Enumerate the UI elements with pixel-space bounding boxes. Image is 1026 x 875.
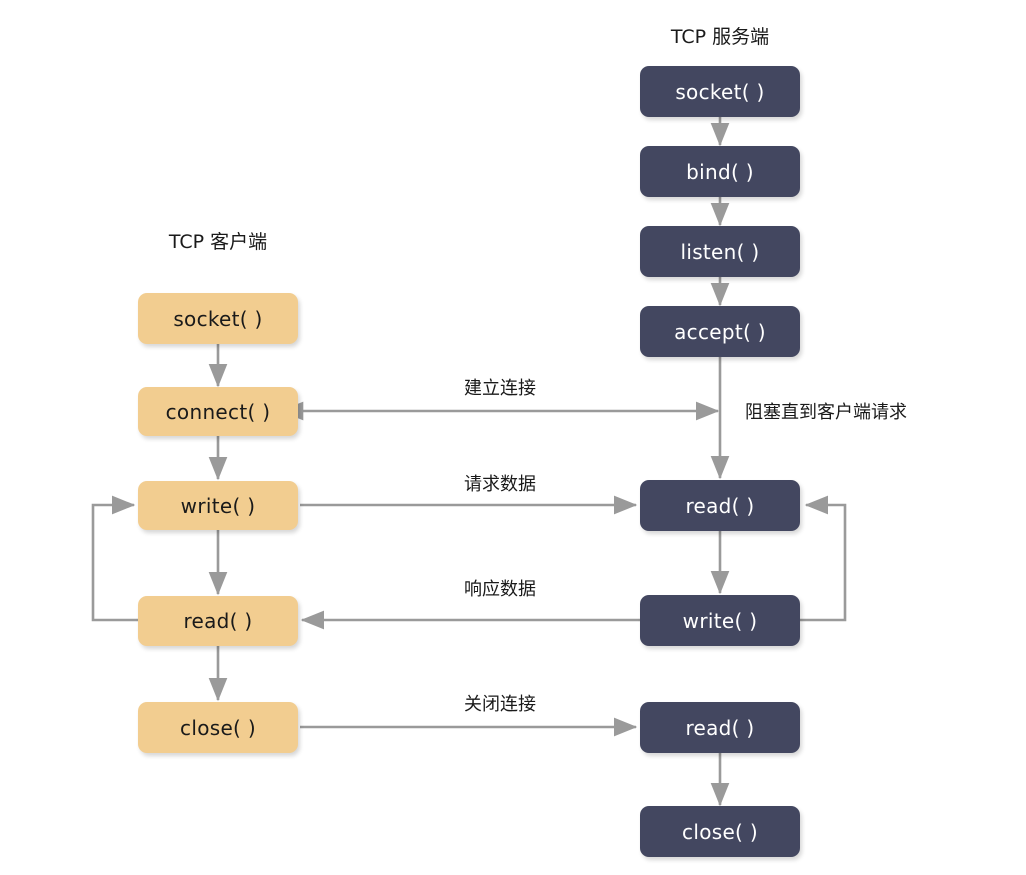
edge-label-close-connection: 关闭连接 xyxy=(464,694,536,715)
node-server-write[interactable]: write( ) xyxy=(640,595,800,646)
edge-label-response-data: 响应数据 xyxy=(464,579,536,600)
column-title-client: TCP 客户端 xyxy=(168,231,268,253)
node-server-bind[interactable]: bind( ) xyxy=(640,146,800,197)
node-server-accept[interactable]: accept( ) xyxy=(640,306,800,357)
node-client-read[interactable]: read( ) xyxy=(138,596,298,646)
column-title-server: TCP 服务端 xyxy=(670,26,770,48)
node-client-write[interactable]: write( ) xyxy=(138,481,298,530)
node-server-socket[interactable]: socket( ) xyxy=(640,66,800,117)
node-server-read-close[interactable]: read( ) xyxy=(640,702,800,753)
node-client-connect[interactable]: connect( ) xyxy=(138,387,298,436)
node-server-read-request[interactable]: read( ) xyxy=(640,480,800,531)
node-server-close[interactable]: close( ) xyxy=(640,806,800,857)
edge-label-establish-connection: 建立连接 xyxy=(464,378,536,399)
annotation-block-until-client-request: 阻塞直到客户端请求 xyxy=(745,402,907,423)
edge-label-request-data: 请求数据 xyxy=(464,474,536,495)
node-client-close[interactable]: close( ) xyxy=(138,702,298,753)
arrow-server-loop-write-to-read xyxy=(800,495,847,622)
node-client-socket[interactable]: socket( ) xyxy=(138,293,298,344)
arrow-client-loop-read-to-write xyxy=(91,495,138,622)
node-server-listen[interactable]: listen( ) xyxy=(640,226,800,277)
